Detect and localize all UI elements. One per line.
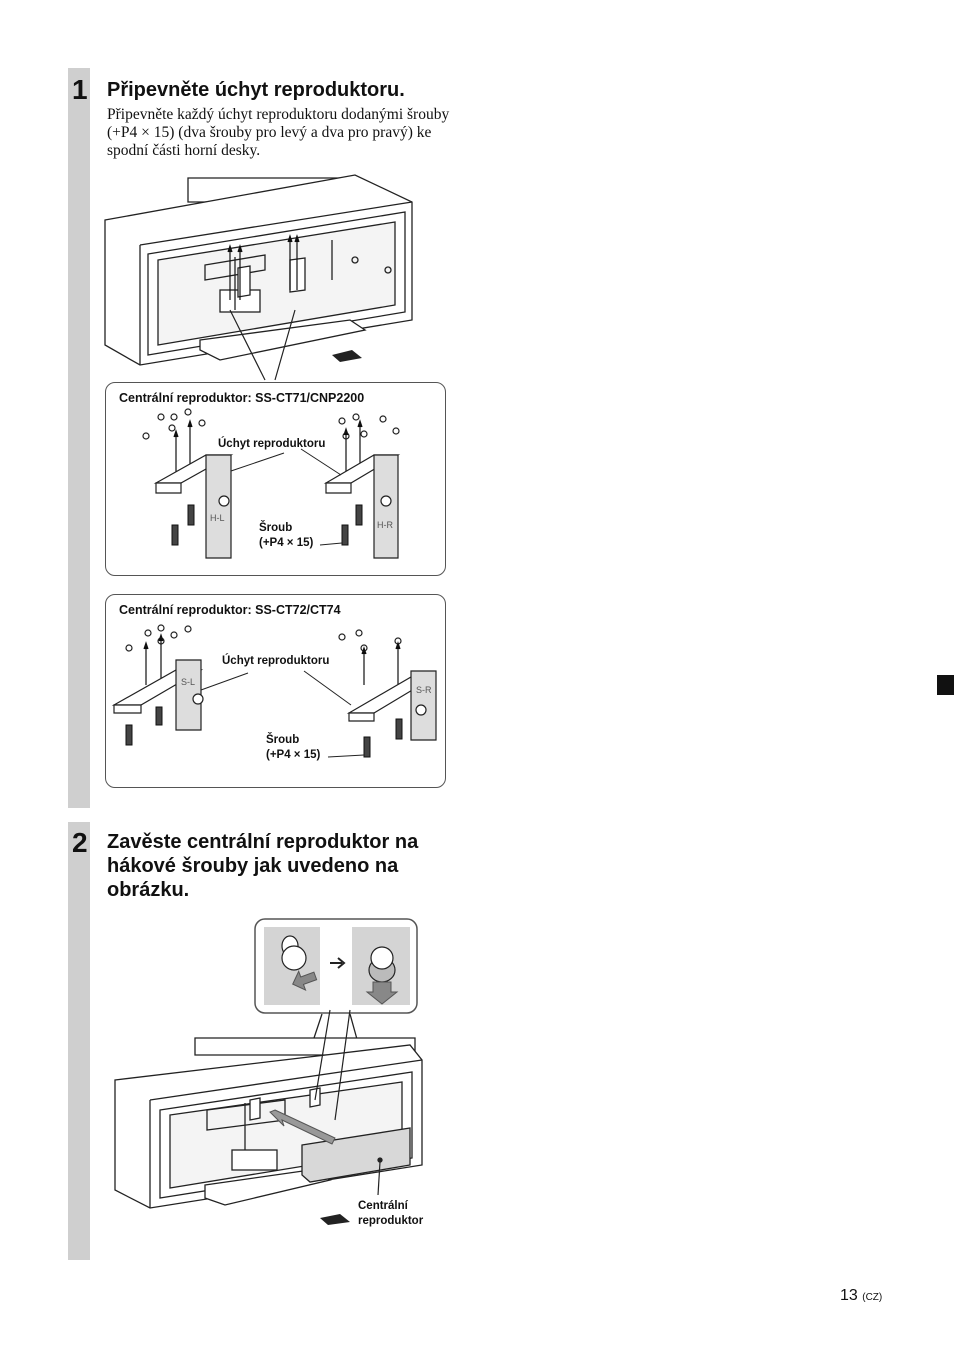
speaker-label-line-2: reproduktor — [358, 1215, 424, 1227]
panel-ss-ct71: Centrální reproduktor: SS-CT71/CNP2200 Ú… — [105, 382, 446, 576]
step-1-title: Připevněte úchyt reproduktoru. — [107, 79, 405, 101]
panel-1-brackets-illustration: H-L H-R — [142, 408, 401, 559]
panel-2-title: Centrální reproduktor: SS-CT72/CT74 — [119, 603, 341, 617]
panel-1-right-mark: H-R — [377, 520, 393, 530]
panel-1-bracket-label: Úchyt reproduktoru — [218, 438, 326, 450]
step-2-title-line-2: hákové šrouby jak uvedeno na — [107, 855, 399, 877]
panel-1-title: Centrální reproduktor: SS-CT71/CNP2200 — [119, 391, 365, 405]
step-2-number: 2 — [72, 827, 88, 858]
step1-sidebar-bar — [68, 68, 90, 808]
panel-1-screw-size: (+P4 × 15) — [259, 537, 314, 549]
step2-sidebar-bar — [68, 822, 90, 1260]
panel-2-right-mark: S-R — [416, 685, 432, 695]
step-2-title-line-3: obrázku. — [107, 879, 190, 901]
panel-2-left-mark: S-L — [181, 677, 195, 687]
step-2-title-line-1: Zavěste centrální reproduktor na — [107, 831, 419, 853]
arrow-right-icon — [330, 957, 346, 969]
step-1-text: Připevněte každý úchyt reproduktoru doda… — [107, 106, 450, 159]
page-number-value: 13 — [840, 1287, 858, 1304]
panel-2-brackets-illustration: S-L S-R — [111, 624, 437, 758]
speaker-label-line-1: Centrální — [358, 1200, 408, 1212]
hook-detail-callout — [254, 918, 418, 1014]
panel-1-left-mark: H-L — [210, 513, 225, 523]
panel-2-screw-size: (+P4 × 15) — [266, 749, 321, 761]
section-edge-tab — [937, 675, 954, 695]
page-number: 13 (CZ) — [840, 1287, 882, 1305]
cabinet-illustration-2 — [114, 1009, 423, 1225]
page-lang: (CZ) — [862, 1292, 883, 1303]
panel-2-bracket-label: Úchyt reproduktoru — [222, 655, 330, 667]
cabinet-illustration-1 — [104, 174, 413, 381]
panel-2-screw-label: Šroub — [266, 734, 300, 746]
step-1-number: 1 — [72, 74, 88, 105]
panel-1-screw-label: Šroub — [259, 522, 293, 534]
panel-ss-ct72: Centrální reproduktor: SS-CT72/CT74 Úchy… — [105, 594, 446, 788]
